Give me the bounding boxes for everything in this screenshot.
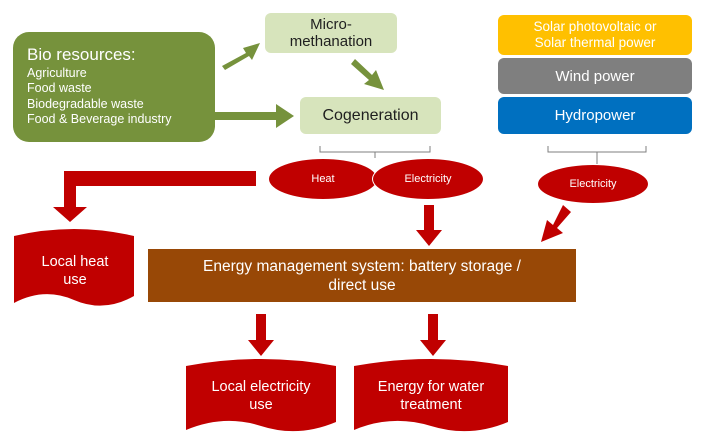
local-heat-line2: use <box>63 272 87 288</box>
heat-label: Heat <box>311 173 335 185</box>
bio-item-biodegradable-waste: Biodegradable waste <box>27 96 144 111</box>
cogeneration-label: Cogeneration <box>322 106 419 124</box>
electricity-label: Electricity <box>404 173 452 185</box>
heat-ellipse: Heat <box>268 158 378 200</box>
arrow-electricity-to-ems <box>416 205 442 246</box>
bio-resources-title: Bio resources: <box>27 44 136 64</box>
wind-power-label: Wind power <box>555 67 635 85</box>
ems-line2: direct use <box>328 276 396 294</box>
solar-line1: Solar photovoltaic or <box>533 19 657 34</box>
energy-management-system-box: Energy management system: battery storag… <box>148 249 576 302</box>
electricity-ellipse: Electricity <box>372 158 484 200</box>
bracket-cogeneration <box>319 146 431 158</box>
local-electricity-shape <box>186 359 336 432</box>
water-treatment-line1: Energy for water <box>377 379 485 395</box>
micro-methanation-line2: methanation <box>289 33 373 50</box>
micro-methanation-box: Micro- methanation <box>265 13 397 53</box>
local-electricity-line1: Local electricity <box>211 379 311 395</box>
cogeneration-box: Cogeneration <box>300 97 441 134</box>
arrow-micro-to-cogen <box>351 59 384 90</box>
arrow-ems-to-local-electricity <box>248 314 274 356</box>
wind-power-box: Wind power <box>498 58 692 94</box>
hydropower-box: Hydropower <box>498 97 692 134</box>
water-treatment-label: Energy for water treatment <box>356 372 506 420</box>
bio-item-agriculture: Agriculture <box>27 65 87 80</box>
renewable-electricity-ellipse: Electricity <box>537 164 649 204</box>
hydropower-label: Hydropower <box>554 107 636 124</box>
bio-resources-box: Bio resources: Agriculture Food waste Bi… <box>13 32 215 142</box>
arrow-bio-to-cogen <box>215 104 294 128</box>
micro-methanation-line1: Micro- <box>310 16 352 33</box>
local-electricity-use-label: Local electricity use <box>188 372 334 420</box>
bio-item-food-beverage: Food & Beverage industry <box>27 112 172 126</box>
water-treatment-shape <box>354 359 508 432</box>
bracket-renewables <box>547 146 647 164</box>
solar-power-box: Solar photovoltaic or Solar thermal powe… <box>498 15 692 55</box>
renewable-electricity-label: Electricity <box>569 178 617 190</box>
water-treatment-line2: treatment <box>400 397 462 413</box>
local-heat-line1: Local heat <box>41 254 109 270</box>
bio-item-food-waste: Food waste <box>27 81 92 95</box>
arrow-bio-to-micro <box>222 43 260 70</box>
arrow-heat-to-local-heat <box>53 171 256 222</box>
arrow-renewable-to-ems <box>541 205 571 242</box>
ems-line1: Energy management system: battery storag… <box>203 257 521 275</box>
solar-line2: Solar thermal power <box>534 35 656 50</box>
local-electricity-line2: use <box>249 397 273 413</box>
arrow-ems-to-water <box>420 314 446 356</box>
local-heat-shape <box>14 229 134 306</box>
local-heat-use-label: Local heat use <box>16 244 134 298</box>
